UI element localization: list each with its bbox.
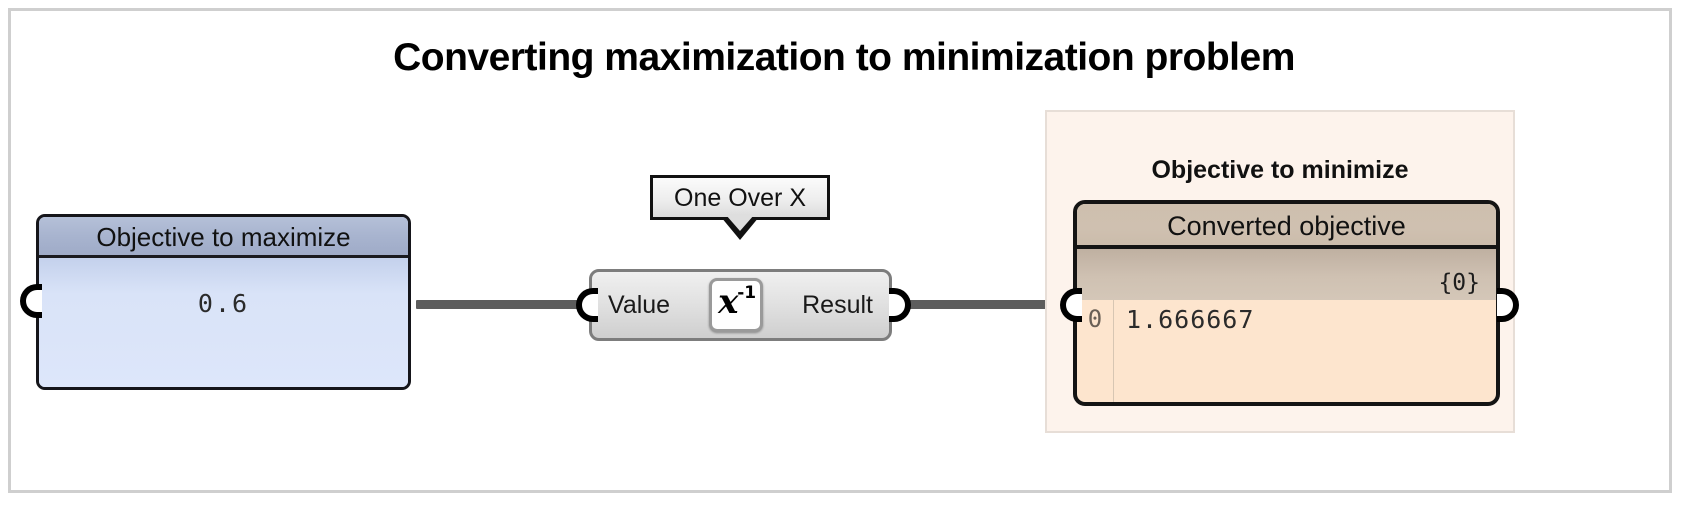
wire-result-to-converted: [888, 300, 1076, 309]
one-over-x-result-port[interactable]: [889, 288, 911, 322]
row-separator: [1113, 300, 1114, 402]
objective-max-value: 0.6: [197, 289, 250, 318]
table-row[interactable]: 0 1.666667: [1077, 300, 1496, 402]
panel-converted-objective[interactable]: Converted objective {0} 0 1.666667: [1073, 200, 1500, 406]
row-value: 1.666667: [1126, 305, 1255, 334]
objective-max-input-port[interactable]: [20, 284, 42, 318]
panel-objective-to-maximize-body: 0.6: [39, 258, 408, 387]
page-title: Converting maximization to minimization …: [393, 36, 1295, 79]
component-one-over-x[interactable]: Value x -1 Result: [589, 269, 892, 341]
panel-converted-objective-header: Converted objective: [1077, 204, 1496, 249]
tooltip-pointer-fill-icon: [726, 215, 754, 231]
converted-objective-path-band: {0}: [1077, 249, 1496, 300]
row-index: 0: [1087, 305, 1103, 333]
group-objective-to-minimize-label: Objective to minimize: [1151, 156, 1409, 184]
one-over-x-tooltip: One Over X: [650, 175, 830, 220]
one-over-x-icon-base: x: [718, 282, 739, 322]
wire-max-to-value: [416, 300, 596, 309]
converted-objective-input-port[interactable]: [1060, 288, 1082, 322]
converted-objective-path-label: {0}: [1438, 270, 1480, 296]
converted-objective-rows: 0 1.666667: [1077, 300, 1496, 402]
one-over-x-value-port[interactable]: [576, 288, 598, 322]
panel-objective-to-maximize-header: Objective to maximize: [39, 217, 408, 258]
one-over-x-output-label: Result: [802, 290, 873, 319]
converted-objective-output-port[interactable]: [1497, 288, 1519, 322]
panel-objective-to-maximize[interactable]: Objective to maximize 0.6: [36, 214, 411, 390]
one-over-x-icon-exponent: -1: [737, 283, 757, 303]
one-over-x-icon: x -1: [709, 278, 764, 332]
one-over-x-input-label: Value: [608, 290, 671, 319]
